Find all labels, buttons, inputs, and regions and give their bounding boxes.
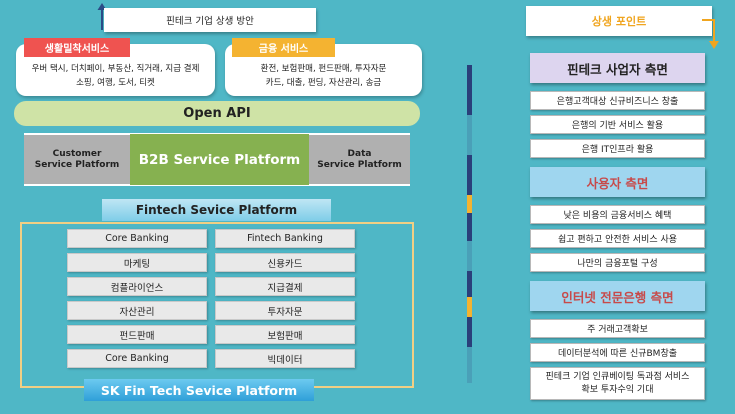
down-arrow-icon (702, 19, 719, 49)
grid-cell-left-2: 마케팅 (67, 253, 207, 272)
data-line2: Service Platform (317, 159, 402, 170)
life-service-tag: 생활밀착서비스 (24, 38, 130, 57)
data-line1: Data (347, 148, 372, 159)
section-header-3: 인터넷 전문은행 측면 (530, 281, 705, 311)
section1-item-2: 은행의 기반 서비스 활용 (530, 115, 705, 134)
grid-cell-left-1: Core Banking (67, 229, 207, 248)
customer-line1: Customer (52, 148, 102, 159)
grid-cell-right-5: 보험판매 (215, 325, 355, 344)
life-service-line2: 소핑, 여행, 도서, 티켓 (76, 78, 155, 88)
grid-cell-left-5: 펀드판매 (67, 325, 207, 344)
section-header-1: 핀테크 사업자 측면 (530, 53, 705, 83)
section2-item-2: 쉽고 편하고 안전한 서비스 사용 (530, 229, 705, 248)
life-service-line1: 우버 택시, 더치페이, 부동산, 직거래, 지급 결제 (31, 64, 200, 74)
grid-cell-left-4: 자산관리 (67, 301, 207, 320)
customer-service-platform: Customer Service Platform (24, 135, 130, 184)
grid-cell-right-3: 지급결제 (215, 277, 355, 296)
vertical-divider (467, 65, 472, 383)
section-header-2: 사용자 측면 (530, 167, 705, 197)
customer-line2: Service Platform (34, 159, 120, 170)
finance-service-line1: 환전, 보험판매, 펀드판매, 투자자문 (260, 64, 387, 74)
grid-cell-left-3: 컴플라이언스 (67, 277, 207, 296)
section3-item-3-line1: 핀테크 기업 인큐베이팅 독과점 서비스 (545, 371, 690, 382)
section1-item-1: 은행고객대상 신규비즈니스 창출 (530, 91, 705, 110)
open-api-bar: Open API (14, 101, 420, 126)
data-service-platform: Data Service Platform (309, 135, 410, 184)
right-title: 상생 포인트 (526, 6, 712, 36)
section2-item-1: 낮은 비용의 금융서비스 혜택 (530, 205, 705, 224)
grid-cell-right-1: Fintech Banking (215, 229, 355, 248)
grid-cell-right-4: 투자자문 (215, 301, 355, 320)
section2-item-3: 나만의 금융포털 구성 (530, 253, 705, 272)
section3-item-2: 데이터분석에 따른 신규BM창출 (530, 343, 705, 362)
section3-item-3: 핀테크 기업 인큐베이팅 독과점 서비스 확보 투자수익 기대 (530, 367, 705, 400)
section1-item-3: 은행 IT인프라 활용 (530, 139, 705, 158)
b2b-service-platform: B2B Service Platform (130, 134, 309, 185)
grid-cell-right-6: 빅데이터 (215, 349, 355, 368)
sk-fintech-platform: SK Fin Tech Sevice Platform (84, 379, 314, 401)
grid-cell-left-6: Core Banking (67, 349, 207, 368)
top-title: 핀테크 기업 상생 방안 (104, 8, 316, 32)
finance-service-line2: 카드, 대출, 펀딩, 자산관리, 송금 (265, 78, 382, 88)
section3-item-1: 주 거래고객확보 (530, 319, 705, 338)
fintech-service-platform: Fintech Sevice Platform (102, 199, 331, 221)
section3-item-3-line2: 확보 투자수익 기대 (581, 384, 654, 395)
finance-service-tag: 금융 서비스 (232, 38, 335, 57)
grid-cell-right-2: 신용카드 (215, 253, 355, 272)
